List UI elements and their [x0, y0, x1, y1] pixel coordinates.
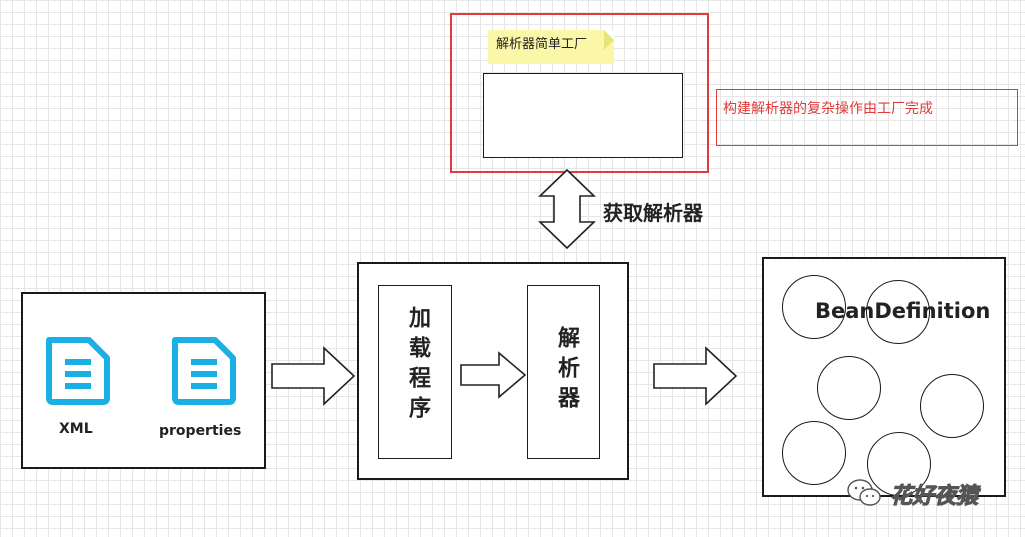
- loader-label: 加载程序: [405, 306, 430, 426]
- right-arrow-icon: [653, 346, 738, 406]
- file-icon: [172, 337, 236, 405]
- factory-annotation-text: 构建解析器的复杂操作由工厂完成: [723, 101, 933, 117]
- bean-circle: [782, 421, 846, 485]
- get-parser-label: 获取解析器: [603, 201, 703, 225]
- parser-box: 解析器: [527, 285, 600, 459]
- factory-note: 解析器简单工厂: [488, 30, 614, 64]
- bean-circle: [866, 280, 930, 344]
- bean-circle: [867, 432, 931, 496]
- xml-label: XML: [59, 421, 93, 437]
- bean-definition-box: BeanDefinition: [762, 257, 1006, 497]
- bean-circle: [782, 275, 846, 339]
- factory-frame: [450, 13, 709, 173]
- bean-circle: [817, 356, 881, 420]
- bean-circle: [920, 374, 984, 438]
- right-arrow-icon: [271, 346, 356, 406]
- right-arrow-icon: [460, 351, 527, 399]
- watermark-text: 花好夜猿: [889, 484, 979, 510]
- factory-inner-box: [483, 73, 683, 158]
- properties-label: properties: [159, 423, 242, 439]
- source-files-box: XML properties: [21, 292, 266, 469]
- loader-box: 加载程序: [378, 285, 452, 459]
- factory-note-title: 解析器简单工厂: [496, 37, 588, 52]
- wechat-icon: [847, 479, 881, 506]
- file-icon: [46, 337, 110, 405]
- factory-annotation-box: 构建解析器的复杂操作由工厂完成: [716, 89, 1018, 146]
- parser-label: 解析器: [554, 326, 579, 416]
- double-arrow-icon: [538, 168, 596, 250]
- bean-definition-label: BeanDefinition: [815, 299, 991, 323]
